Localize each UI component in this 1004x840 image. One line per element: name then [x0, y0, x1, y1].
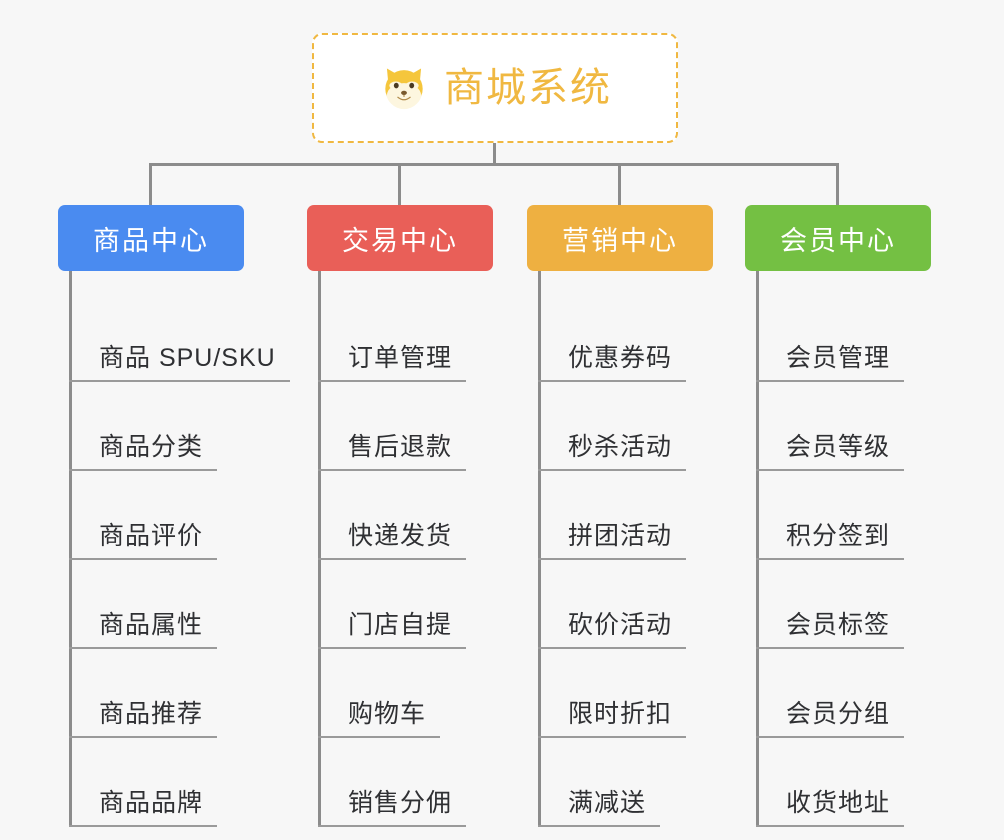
list-item[interactable]: 商品 SPU/SKU: [58, 293, 296, 382]
list-item[interactable]: 拼团活动: [527, 471, 727, 560]
branch-column-3: 营销中心 优惠券码 秒杀活动 拼团活动 砍价活动 限时折扣 满减送: [527, 205, 727, 827]
leaf-label: 购物车: [348, 699, 427, 728]
leaf-label: 商品 SPU/SKU: [99, 343, 276, 372]
list-item[interactable]: 购物车: [307, 649, 507, 738]
list-item[interactable]: 收货地址: [745, 738, 945, 827]
list-item[interactable]: 限时折扣: [527, 649, 727, 738]
branch-title-2: 交易中心: [342, 225, 458, 256]
list-item[interactable]: 门店自提: [307, 560, 507, 649]
leaf-label: 秒杀活动: [568, 432, 673, 461]
root-node[interactable]: 商城系统: [312, 33, 678, 143]
branch-header-2[interactable]: 交易中心: [307, 205, 493, 271]
branch-spine-3: [538, 271, 541, 827]
branch-header-4[interactable]: 会员中心: [745, 205, 931, 271]
list-item[interactable]: 售后退款: [307, 382, 507, 471]
branch-header-1[interactable]: 商品中心: [58, 205, 244, 271]
connector-drop-2: [398, 163, 401, 207]
leaf-label: 门店自提: [348, 610, 453, 639]
leaf-label: 售后退款: [348, 432, 453, 461]
branch-column-2: 交易中心 订单管理 售后退款 快递发货 门店自提 购物车 销售分佣: [307, 205, 507, 827]
leaf-label: 砍价活动: [568, 610, 673, 639]
branch-title-1: 商品中心: [93, 225, 209, 256]
leaf-label: 积分签到: [786, 521, 891, 550]
shiba-dog-face-icon: [378, 62, 430, 114]
list-item[interactable]: 商品推荐: [58, 649, 296, 738]
leaf-label: 会员分组: [786, 699, 891, 728]
leaf-label: 销售分佣: [348, 788, 453, 817]
list-item[interactable]: 商品分类: [58, 382, 296, 471]
branch-items-4: 会员管理 会员等级 积分签到 会员标签 会员分组 收货地址: [745, 271, 945, 827]
leaf-label: 商品评价: [99, 521, 204, 550]
list-item[interactable]: 积分签到: [745, 471, 945, 560]
list-item[interactable]: 砍价活动: [527, 560, 727, 649]
list-item[interactable]: 会员标签: [745, 560, 945, 649]
leaf-label: 收货地址: [786, 788, 891, 817]
connector-horizontal-bus: [149, 163, 839, 166]
leaf-label: 快递发货: [348, 521, 453, 550]
branch-items-3: 优惠券码 秒杀活动 拼团活动 砍价活动 限时折扣 满减送: [527, 271, 727, 827]
list-item[interactable]: 会员分组: [745, 649, 945, 738]
leaf-label: 商品推荐: [99, 699, 204, 728]
list-item[interactable]: 销售分佣: [307, 738, 507, 827]
branch-spine-4: [756, 271, 759, 827]
leaf-label: 满减送: [568, 788, 647, 817]
connector-root-stem: [493, 143, 496, 165]
leaf-label: 限时折扣: [568, 699, 673, 728]
branch-spine-2: [318, 271, 321, 827]
leaf-label: 会员等级: [786, 432, 891, 461]
root-title: 商城系统: [444, 66, 612, 110]
leaf-label: 商品属性: [99, 610, 204, 639]
leaf-label: 商品分类: [99, 432, 204, 461]
list-item[interactable]: 订单管理: [307, 293, 507, 382]
branch-header-3[interactable]: 营销中心: [527, 205, 713, 271]
leaf-label: 订单管理: [348, 343, 453, 372]
branch-column-4: 会员中心 会员管理 会员等级 积分签到 会员标签 会员分组 收货地址: [745, 205, 945, 827]
connector-drop-1: [149, 163, 152, 207]
branch-column-1: 商品中心 商品 SPU/SKU 商品分类 商品评价 商品属性 商品推荐 商品品牌: [58, 205, 296, 827]
branch-spine-1: [69, 271, 72, 827]
leaf-label: 优惠券码: [568, 343, 673, 372]
leaf-label: 会员管理: [786, 343, 891, 372]
leaf-label: 会员标签: [786, 610, 891, 639]
list-item[interactable]: 优惠券码: [527, 293, 727, 382]
list-item[interactable]: 商品评价: [58, 471, 296, 560]
branch-title-4: 会员中心: [780, 225, 896, 256]
connector-drop-3: [618, 163, 621, 207]
branch-title-3: 营销中心: [562, 225, 678, 256]
connector-drop-4: [836, 163, 839, 207]
list-item[interactable]: 商品属性: [58, 560, 296, 649]
list-item[interactable]: 秒杀活动: [527, 382, 727, 471]
branch-items-2: 订单管理 售后退款 快递发货 门店自提 购物车 销售分佣: [307, 271, 507, 827]
leaf-label: 拼团活动: [568, 521, 673, 550]
list-item[interactable]: 会员管理: [745, 293, 945, 382]
list-item[interactable]: 商品品牌: [58, 738, 296, 827]
list-item[interactable]: 会员等级: [745, 382, 945, 471]
list-item[interactable]: 满减送: [527, 738, 727, 827]
list-item[interactable]: 快递发货: [307, 471, 507, 560]
leaf-label: 商品品牌: [99, 788, 204, 817]
branch-items-1: 商品 SPU/SKU 商品分类 商品评价 商品属性 商品推荐 商品品牌: [58, 271, 296, 827]
